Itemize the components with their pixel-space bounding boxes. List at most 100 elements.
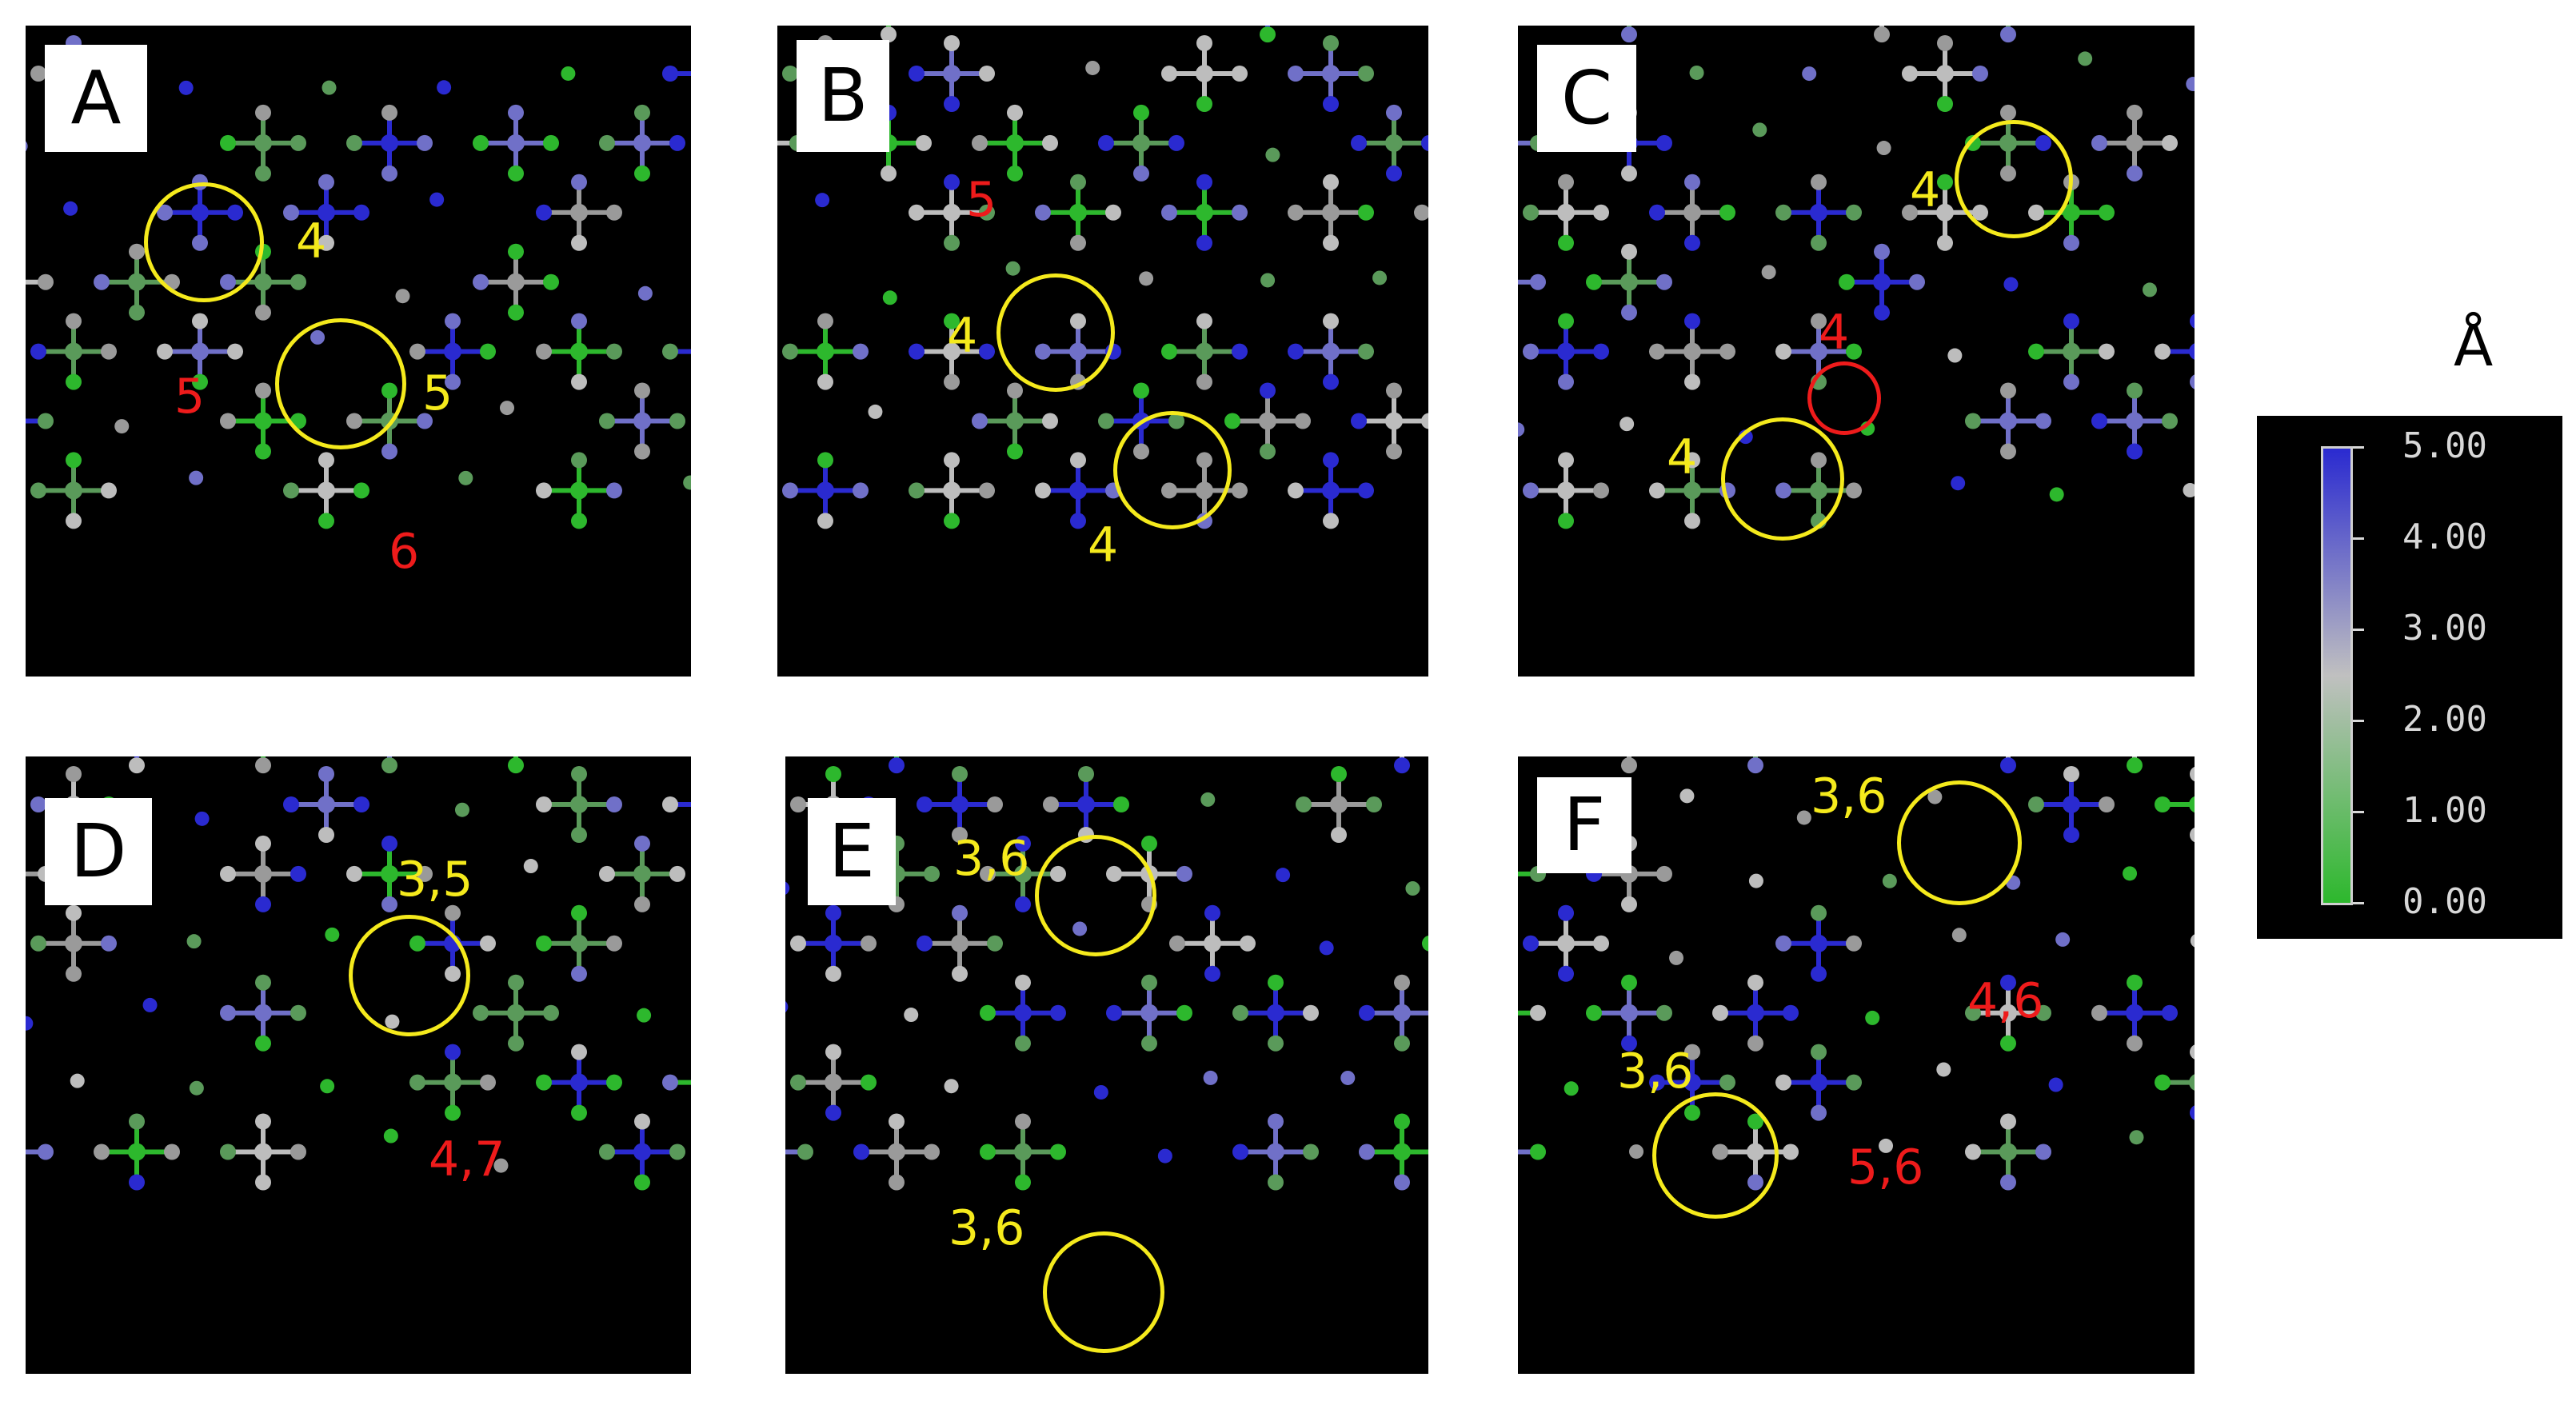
molecule-cluster [1523, 904, 1609, 982]
molecule-cluster [790, 1044, 877, 1121]
atom [2183, 483, 2195, 498]
molecule-cluster [346, 835, 433, 912]
panel-label: E [808, 798, 896, 905]
molecule-cluster [1902, 174, 1988, 251]
atom [561, 66, 576, 81]
tick-mark [2353, 902, 2364, 904]
atom [26, 141, 28, 152]
molecule-cluster [782, 313, 869, 390]
molecule-cluster [1621, 756, 1637, 774]
annotation-label: 5 [174, 369, 206, 425]
atom [683, 475, 691, 490]
atom [320, 1079, 335, 1094]
highlight-circle [1897, 780, 2022, 905]
molecule-cluster [1035, 174, 1121, 251]
molecule-cluster [1288, 174, 1374, 251]
molecule-cluster [1232, 1113, 1319, 1191]
atom [1951, 476, 1966, 491]
colorbar-gradient [2321, 446, 2353, 905]
molecule-cluster [220, 1113, 306, 1191]
highlight-circle [996, 273, 1115, 392]
molecule-cluster [1359, 974, 1428, 1052]
atom [1752, 122, 1767, 138]
molecule-cluster [283, 174, 369, 251]
molecule-cluster [980, 974, 1066, 1052]
molecule-cluster [599, 835, 685, 912]
molecule-cluster [129, 756, 145, 774]
atom [383, 1128, 398, 1144]
tick-label: 0.00 [2402, 881, 2487, 922]
molecule-cluster [1161, 174, 1248, 251]
molecule-cluster [1296, 766, 1382, 843]
atom [523, 859, 538, 874]
tick-label: 5.00 [2402, 425, 2487, 466]
highlight-circle [1807, 361, 1881, 435]
panel-e: E 3,6 3,6 [785, 756, 1428, 1374]
atom [429, 192, 445, 207]
atom [1260, 273, 1276, 288]
atom [26, 1016, 34, 1031]
molecule-cluster [26, 1144, 54, 1160]
atom [395, 289, 410, 304]
molecule-cluster [26, 26, 54, 42]
annotation-label: 4 [947, 308, 978, 364]
molecule-cluster [220, 835, 306, 912]
panel-a: A 4 5 5 6 [26, 26, 691, 677]
molecule-cluster [1359, 1113, 1428, 1191]
atom [322, 80, 337, 95]
molecule-cluster [1394, 756, 1410, 774]
atom [1157, 1148, 1172, 1164]
atom [189, 1080, 204, 1096]
atom [868, 404, 883, 419]
molecule-cluster [662, 1074, 691, 1091]
molecule-cluster [346, 104, 433, 182]
molecule-cluster [980, 1113, 1066, 1191]
molecule-cluster [1422, 936, 1428, 952]
atom [1689, 65, 1704, 80]
atom [1802, 66, 1817, 82]
molecule-cluster [1902, 35, 1988, 112]
atom [2129, 1130, 2144, 1145]
tick-mark [2353, 629, 2364, 631]
molecule-cluster [220, 104, 306, 182]
molecule-cluster [2091, 974, 2178, 1052]
molecule-cluster [1523, 452, 1609, 529]
molecule-cluster [536, 452, 622, 529]
molecule-cluster [30, 904, 117, 982]
atom [437, 80, 452, 95]
atom [815, 193, 830, 208]
atom [944, 1079, 959, 1094]
molecule-cluster [2155, 313, 2195, 389]
molecule-cluster [2000, 26, 2016, 43]
molecule-cluster [2028, 313, 2115, 390]
highlight-circle [1652, 1092, 1779, 1219]
molecule-cluster [1518, 273, 1546, 290]
atom [1372, 270, 1388, 285]
atom [1796, 810, 1811, 825]
highlight-circle [1035, 835, 1156, 956]
panel-d: D 3,5 4,7 [26, 756, 691, 1374]
molecule-cluster [1161, 35, 1248, 112]
molecule-cluster [1260, 26, 1276, 43]
atom [2123, 866, 2138, 881]
molecule-cluster [1035, 452, 1121, 529]
atom [186, 934, 202, 949]
annotation-label: 3,6 [953, 831, 1030, 887]
atom [785, 881, 790, 895]
molecule-cluster [853, 1113, 940, 1191]
annotation-label: 5 [966, 172, 997, 228]
atom [1761, 265, 1776, 280]
molecule-cluster [790, 904, 877, 982]
molecule-cluster [782, 452, 869, 529]
atom [493, 1158, 509, 1173]
molecule-cluster [157, 313, 243, 390]
molecule-cluster [1775, 174, 1862, 251]
atom [785, 1000, 789, 1013]
highlight-circle [1043, 1231, 1164, 1353]
atom [2055, 932, 2071, 947]
molecule-cluster [255, 756, 271, 774]
molecule-cluster [972, 104, 1058, 182]
molecule-cluster [536, 313, 622, 390]
molecule-cluster [536, 904, 622, 982]
atom [1203, 1070, 1218, 1085]
